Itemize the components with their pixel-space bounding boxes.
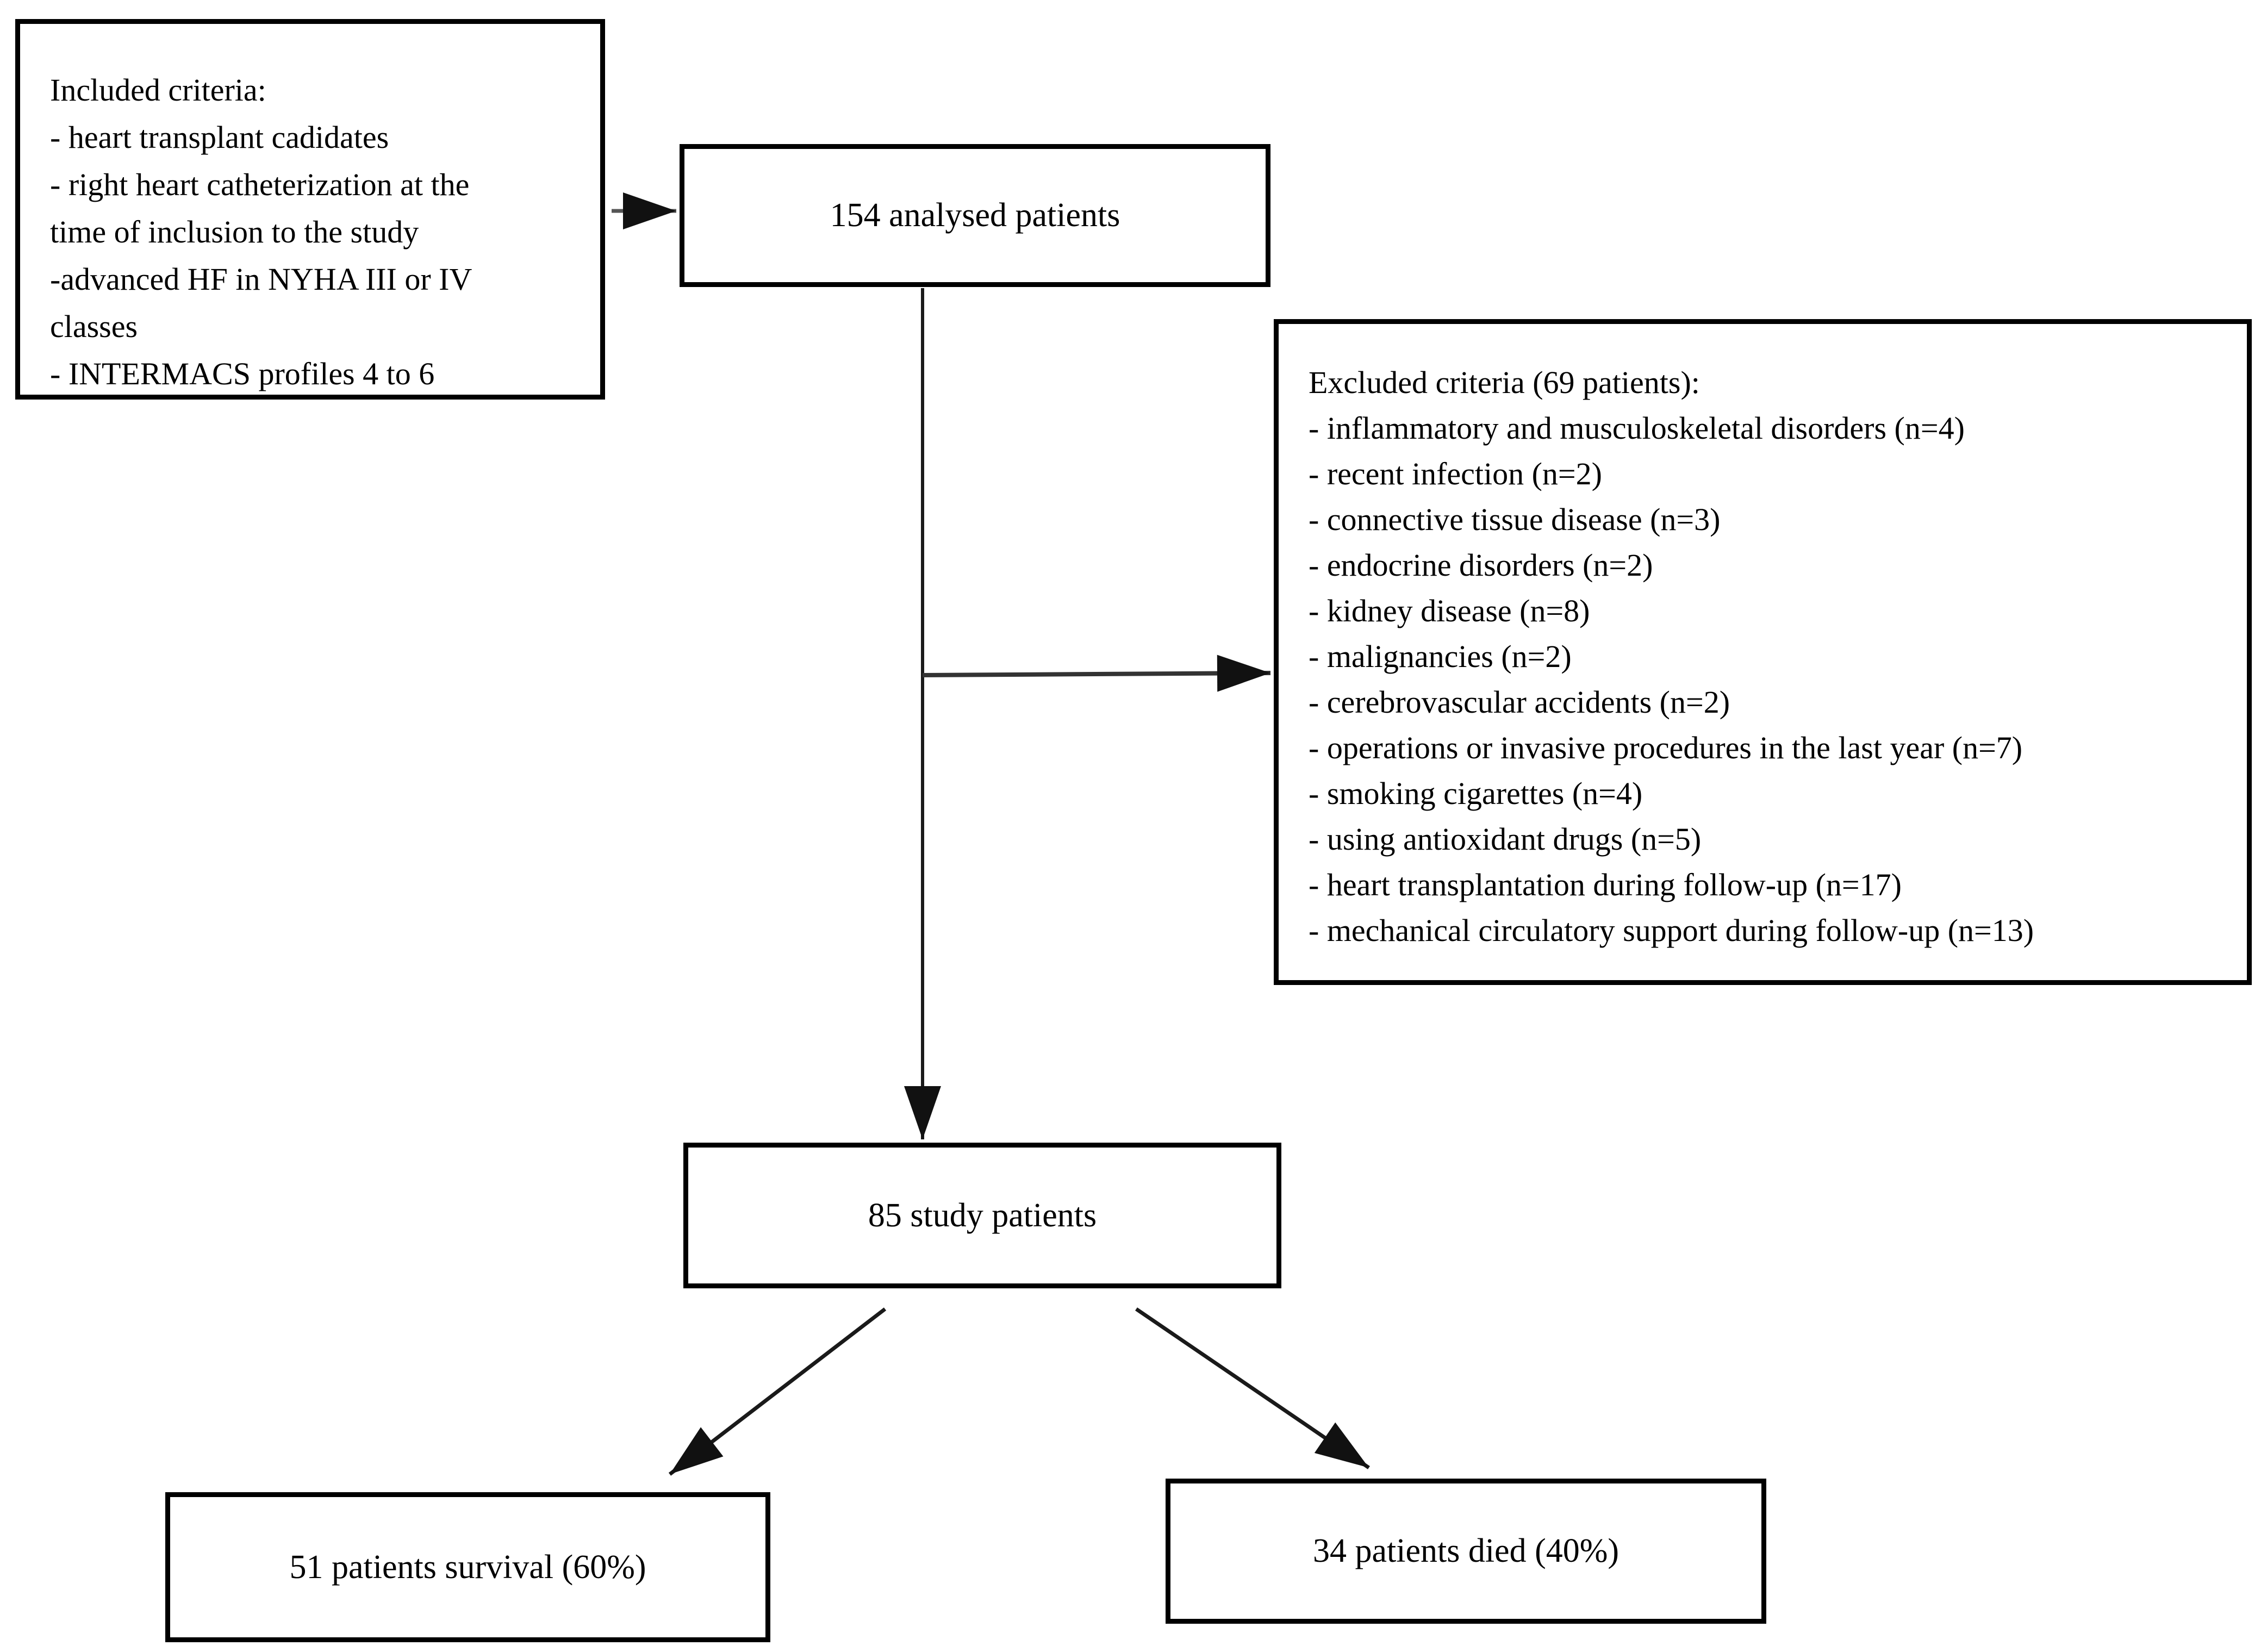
excluded-criteria-line: - connective tissue disease (n=3)	[1309, 502, 1721, 537]
arrow-study-to-survival	[668, 1307, 887, 1476]
excluded-criteria-line: - endocrine disorders (n=2)	[1309, 547, 1653, 583]
survival-patients-label: 51 patients survival (60%)	[289, 1548, 646, 1586]
excluded-criteria-line: - kidney disease (n=8)	[1309, 593, 1590, 628]
excluded-criteria-line: - mechanical circulatory support during …	[1309, 913, 2034, 948]
study-patients-label: 85 study patients	[868, 1196, 1097, 1234]
arrow-study-to-died	[1135, 1307, 1370, 1469]
excluded-criteria-line: - inflammatory and musculoskeletal disor…	[1309, 410, 1965, 446]
excluded-criteria-line: - using antioxidant drugs (n=5)	[1309, 821, 1702, 857]
excluded-criteria-line: - smoking cigarettes (n=4)	[1309, 776, 1643, 811]
included-criteria-line: - INTERMACS profiles 4 to 6	[50, 356, 435, 391]
included-criteria-line: - right heart catheterization at the	[50, 167, 470, 202]
died-patients-label: 34 patients died (40%)	[1312, 1532, 1620, 1569]
excluded-criteria-line: - operations or invasive procedures in t…	[1309, 730, 2023, 765]
included-criteria-line: classes	[50, 309, 138, 344]
excluded-criteria-line: - heart transplantation during follow-up…	[1309, 867, 1902, 902]
included-criteria-box: Included criteria: - heart transplant ca…	[15, 19, 605, 400]
excluded-criteria-line: - cerebrovascular accidents (n=2)	[1309, 684, 1730, 720]
study-patients-box: 85 study patients	[683, 1143, 1281, 1288]
excluded-criteria-line: - malignancies (n=2)	[1309, 639, 1572, 674]
excluded-criteria-line: - recent infection (n=2)	[1309, 456, 1602, 491]
included-criteria-title: Included criteria:	[50, 72, 266, 108]
included-criteria-line: -advanced HF in NYHA III or IV	[50, 261, 472, 297]
excluded-criteria-box: Excluded criteria (69 patients): - infla…	[1274, 319, 2252, 985]
included-criteria-line: - heart transplant cadidates	[50, 120, 389, 155]
analysed-patients-label: 154 analysed patients	[830, 197, 1120, 234]
included-criteria-line: time of inclusion to the study	[50, 214, 419, 250]
died-patients-box: 34 patients died (40%)	[1166, 1479, 1766, 1624]
survival-patients-box: 51 patients survival (60%)	[165, 1492, 770, 1642]
analysed-patients-box: 154 analysed patients	[680, 144, 1270, 287]
excluded-criteria-title: Excluded criteria (69 patients):	[1309, 365, 1700, 400]
arrow-branch-to-excluded	[922, 654, 1271, 692]
